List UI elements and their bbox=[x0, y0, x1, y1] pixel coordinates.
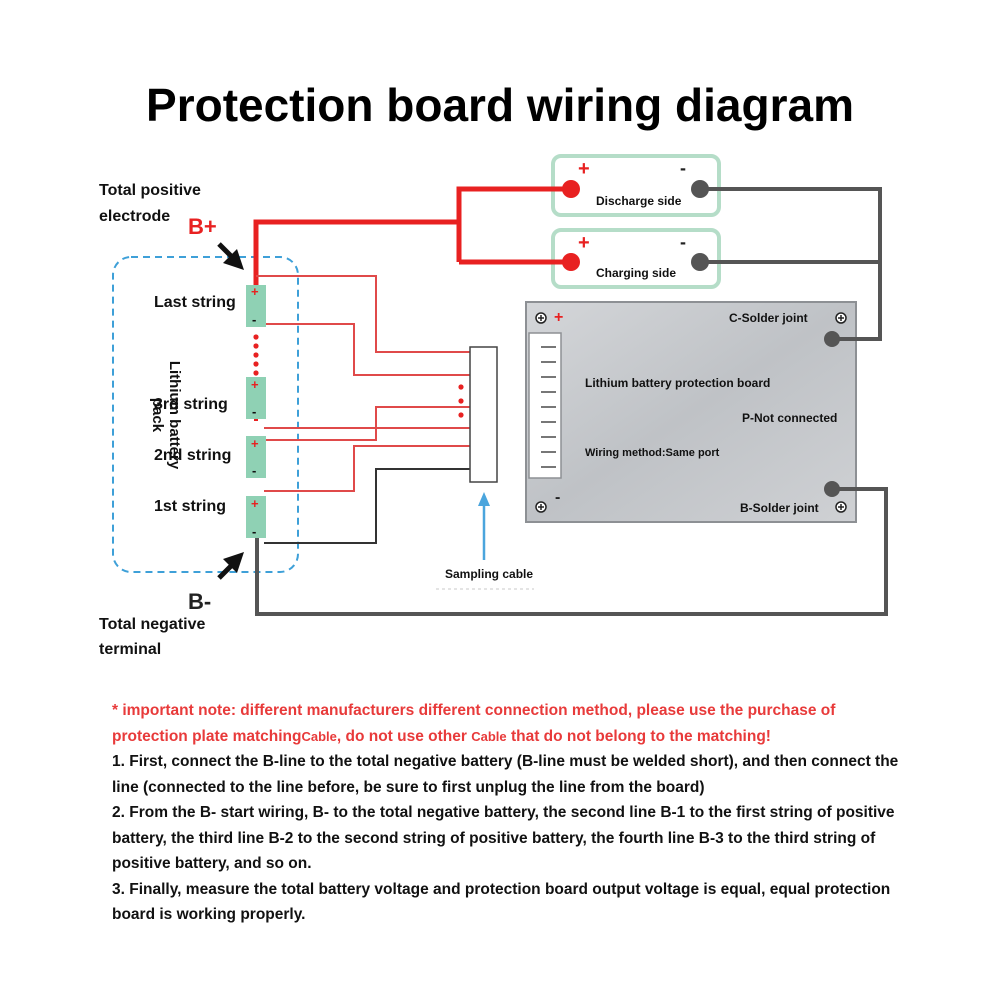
c-solder-joint-label: C-Solder joint bbox=[729, 311, 808, 325]
step-2: 2. From the B- start wiring, B- to the t… bbox=[112, 804, 895, 872]
cell-1st-plus: + bbox=[251, 496, 259, 511]
third-string-label: 3rd string bbox=[154, 396, 228, 413]
board-minus-sign: - bbox=[555, 489, 561, 506]
total-negative-label-2: terminal bbox=[99, 641, 162, 658]
protection-board bbox=[525, 301, 857, 523]
page-title: Protection board wiring diagram bbox=[146, 79, 854, 131]
cable-word-2: Cable bbox=[471, 728, 507, 744]
red-wires bbox=[253, 186, 571, 292]
cell-3rd bbox=[246, 377, 266, 419]
step-1: 1. First, connect the B-line to the tota… bbox=[112, 753, 899, 796]
b-plus-label: B+ bbox=[188, 214, 217, 239]
total-negative-label-1: Total negative bbox=[99, 616, 206, 633]
port-terminals bbox=[562, 180, 840, 497]
cell-1st bbox=[246, 496, 266, 538]
cell-2nd bbox=[246, 436, 266, 478]
board-name-label: Lithium battery protection board bbox=[585, 376, 771, 390]
sampling-connector bbox=[469, 346, 498, 483]
wiring-method-label: Wiring method:Same port bbox=[585, 447, 720, 459]
board-screw-marks bbox=[535, 312, 847, 513]
discharge-side-label: Discharge side bbox=[596, 194, 682, 208]
charging-plus-sign: + bbox=[578, 232, 590, 254]
board-connector bbox=[528, 332, 562, 479]
b-solder-joint-label: B-Solder joint bbox=[740, 501, 819, 515]
board-connector-pins bbox=[541, 346, 556, 468]
b-plus-arrow bbox=[217, 242, 244, 270]
battery-pack-outline bbox=[112, 256, 299, 573]
board-plus-sign: + bbox=[554, 309, 564, 326]
black-wires bbox=[255, 187, 888, 616]
discharge-port-box bbox=[551, 154, 721, 217]
total-positive-label-1: Total positive bbox=[99, 182, 201, 199]
b-minus-thin-wire bbox=[264, 468, 470, 544]
cell-ellipsis-dots bbox=[253, 334, 259, 376]
cell-2nd-minus: - bbox=[252, 463, 257, 478]
cell-last bbox=[246, 285, 266, 327]
second-string-label: 2nd string bbox=[154, 447, 232, 464]
p-not-connected-label: P-Not connected bbox=[742, 411, 838, 425]
cell-last-minus: - bbox=[252, 312, 257, 327]
discharge-plus-sign: + bbox=[578, 158, 590, 180]
sampling-ellipsis-dots bbox=[458, 384, 464, 418]
step-3: 3. Finally, measure the total battery vo… bbox=[112, 880, 891, 924]
sampling-wires bbox=[256, 275, 470, 492]
charging-port-box bbox=[551, 228, 721, 289]
first-string-label: 1st string bbox=[154, 498, 227, 515]
total-positive-label-2: electrode bbox=[99, 208, 171, 225]
cell-1st-minus: - bbox=[252, 524, 257, 539]
sampling-cable-label: Sampling cable bbox=[445, 567, 534, 581]
b-minus-label: B- bbox=[188, 589, 212, 614]
cell-last-plus: + bbox=[251, 284, 259, 299]
charging-minus-sign: - bbox=[680, 232, 686, 252]
battery-cells bbox=[246, 285, 266, 538]
important-note: * important note: different manufacturer… bbox=[112, 702, 836, 745]
cell-3rd-minus: - bbox=[252, 404, 257, 419]
b-minus-arrow bbox=[217, 552, 244, 580]
cell-3rd-plus: + bbox=[251, 377, 259, 392]
cable-word-1: Cable bbox=[301, 728, 337, 744]
instructions: * important note: different manufacturer… bbox=[112, 698, 902, 928]
sampling-arrow bbox=[478, 492, 490, 560]
last-string-label: Last string bbox=[154, 294, 236, 311]
charging-side-label: Charging side bbox=[596, 266, 677, 280]
cell-2nd-plus: + bbox=[251, 436, 259, 451]
discharge-minus-sign: - bbox=[680, 158, 686, 178]
